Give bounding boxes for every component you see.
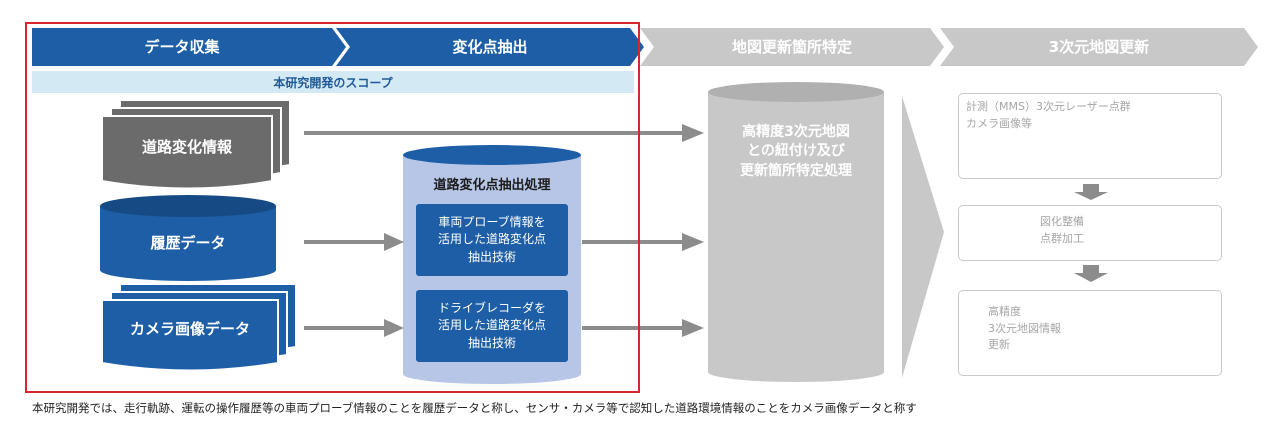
- cylinder-history: [100, 195, 276, 281]
- process-box-probe: 車両プローブ情報を 活用した道路変化点 抽出技術: [416, 204, 568, 276]
- big-gray-arrow: [902, 96, 944, 378]
- doc-stack-camera: [101, 283, 297, 372]
- stage-chevron-identify: [640, 28, 944, 66]
- stage-chevron-update: [940, 28, 1258, 66]
- update-box-process: [958, 205, 1222, 261]
- scope-frame: [25, 22, 640, 393]
- footnote: 本研究開発では、走行軌跡、運転の操作履歴等の車両プローブ情報のことを履歴データと…: [32, 401, 917, 415]
- update-text-process: 図化整備 点群加工: [1040, 215, 1084, 245]
- update-box-result: [958, 290, 1222, 376]
- process-box-recorder: ドライブレコーダを 活用した道路変化点 抽出技術: [416, 290, 568, 362]
- flow-arrows: [304, 124, 1108, 337]
- stage-label-update: 3次元地図更新: [1048, 37, 1150, 56]
- label-camera: カメラ画像データ: [129, 319, 250, 338]
- update-box-measure: [958, 93, 1222, 179]
- label-history: 履歴データ: [150, 233, 226, 252]
- stage-chevron-extract: [336, 28, 644, 66]
- stage-label-identify: 地図更新箇所特定: [731, 37, 852, 56]
- extraction-title: 道路変化点抽出処理: [433, 178, 551, 194]
- scope-label: 本研究開発のスコープ: [32, 71, 634, 93]
- label-road-change: 道路変化情報: [141, 137, 232, 156]
- stage-label-extract: 変化点抽出: [452, 37, 528, 56]
- stage-chevron-collect: [32, 28, 346, 66]
- mapping-text: 高精度3次元地図 との紐付け及び 更新箇所特定処理: [740, 123, 852, 179]
- doc-stack-road-change: [101, 99, 291, 190]
- update-text-result: 高精度 3次元地図情報 更新: [988, 305, 1061, 351]
- cylinder-mapping: [708, 82, 884, 382]
- stage-label-collect: データ収集: [144, 37, 220, 56]
- update-text-measure: 計測（MMS）3次元レーザー点群 カメラ画像等: [966, 100, 1131, 130]
